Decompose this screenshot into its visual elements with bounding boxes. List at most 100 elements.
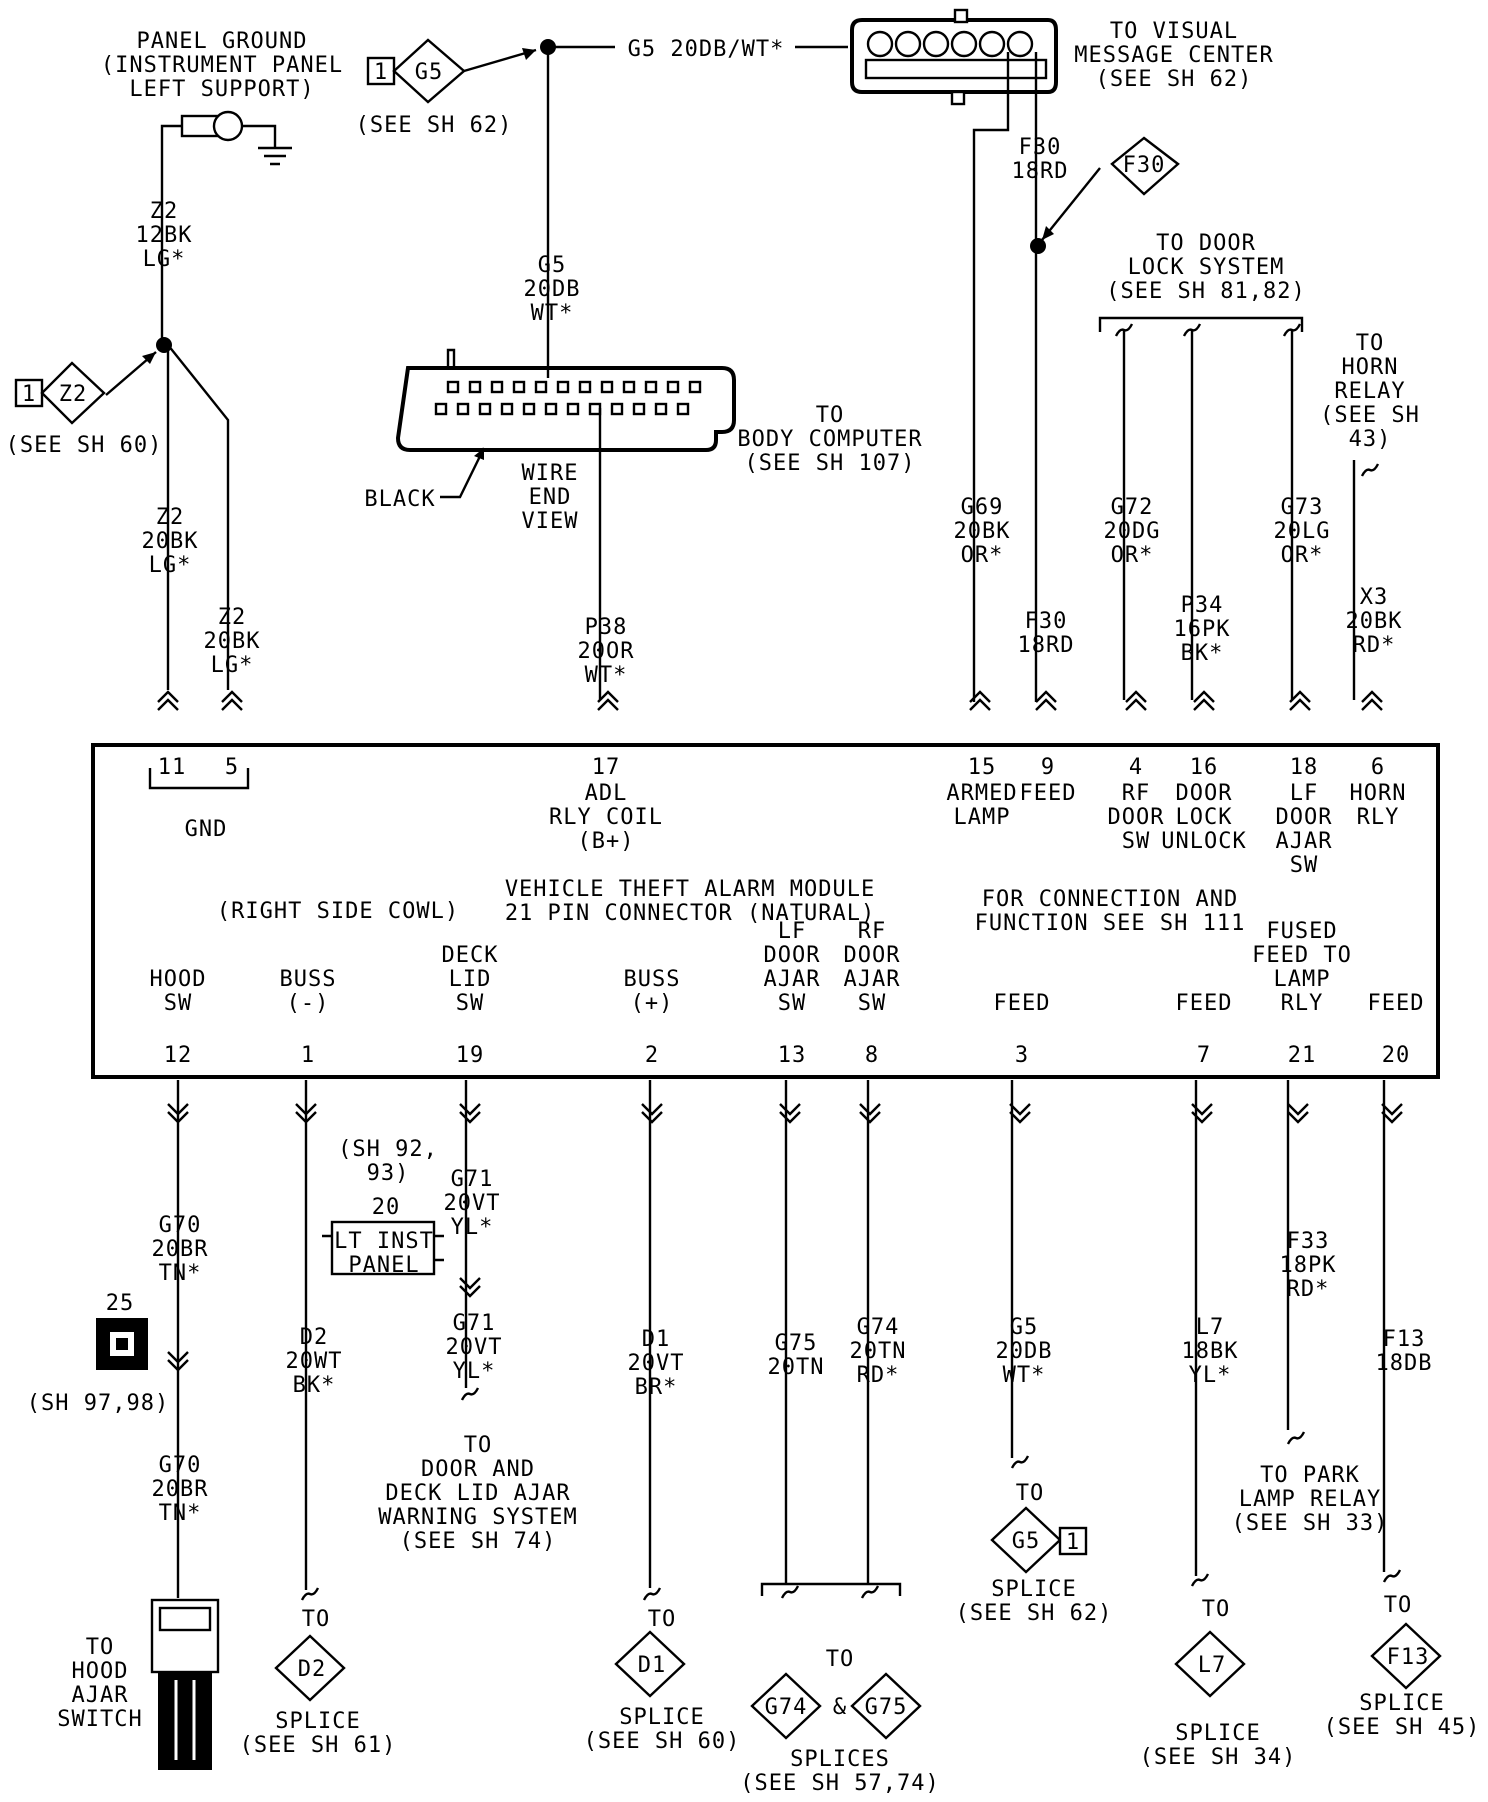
d2-diamond <box>274 1634 346 1702</box>
bottom-pin-chevron <box>459 1103 481 1124</box>
z2-top-label-line: Z2 <box>150 199 179 224</box>
d1-label-line: BR* <box>635 1375 678 1400</box>
top-pin-9-number: 9 <box>1041 755 1054 780</box>
g5-bottom-label-line: 20DB <box>996 1339 1053 1364</box>
top-pin-18-label-line: DOOR <box>1276 805 1333 830</box>
bottom-pin-19-number: 19 <box>456 1043 484 1068</box>
top-pin-6-number: 6 <box>1371 755 1384 780</box>
top-pin-chevron <box>1193 690 1215 711</box>
door-lock-tick <box>1182 323 1202 337</box>
top-pin-15-number-line: 15 <box>968 755 997 780</box>
g5-vertical-label-line: G5 <box>538 253 567 278</box>
g74-label-line: G74 <box>857 1315 900 1340</box>
body-computer-pin <box>644 380 658 394</box>
f33-tick <box>1286 1431 1306 1445</box>
vmc-connector <box>850 18 1058 94</box>
p34-label-line: BK* <box>1181 641 1224 666</box>
bottom-pin-7-number: 7 <box>1197 1043 1210 1068</box>
lt-inst-number: 20 <box>372 1195 400 1220</box>
top-pin-chevron <box>969 690 991 711</box>
top-pin-18-number: 18 <box>1290 755 1318 780</box>
bottom-pin-2-label-line: (+) <box>631 991 674 1016</box>
g5-vertical-label-line: WT* <box>531 301 574 326</box>
door-lock-label-line: TO DOOR <box>1156 231 1256 256</box>
g5-splice-label: SPLICE(SEE SH 62) <box>956 1577 1112 1626</box>
bottom-pin-chevron <box>859 1103 881 1124</box>
module-title-line: 21 PIN CONNECTOR (NATURAL) <box>505 901 875 926</box>
g74-g75-bracket <box>760 1582 902 1596</box>
park-lamp-relay-label-line: TO PARK <box>1260 1463 1360 1488</box>
l7-tick <box>1190 1573 1210 1587</box>
g75-diamond <box>850 1672 922 1740</box>
z2-left-label-line: Z2 <box>156 505 185 530</box>
top-pin-chevron <box>597 690 619 711</box>
top-pin-4-number: 4 <box>1129 755 1142 780</box>
g5-vertical-label-line: 20DB <box>524 277 581 302</box>
top-pin-16-number-line: 16 <box>1190 755 1219 780</box>
bottom-pin-8-label-line: SW <box>858 991 887 1016</box>
horn-relay-label-line: (SEE SH <box>1320 403 1420 428</box>
top-pin-6-label-line: RLY <box>1357 805 1400 830</box>
l7-diamond <box>1174 1630 1246 1698</box>
d2-symbol-label: D2 <box>298 1657 326 1682</box>
horn-relay-label-line: HORN <box>1342 355 1399 380</box>
connector-25-number-line: 25 <box>106 1291 135 1316</box>
wire-g69 <box>972 52 1010 702</box>
body-computer-pin <box>632 402 646 416</box>
f30-label-line: F30 <box>1019 135 1062 160</box>
lt-inst-panel-box <box>330 1220 436 1276</box>
z2-diamond <box>40 361 106 425</box>
body-computer-pin <box>676 402 690 416</box>
body-computer-pin <box>588 402 602 416</box>
bottom-pin-1-number-line: 1 <box>301 1043 315 1068</box>
body-computer-pin <box>566 402 580 416</box>
bottom-pin-13-number: 13 <box>778 1043 806 1068</box>
g69-label-line: G69 <box>961 495 1004 520</box>
f13-tick <box>1382 1569 1402 1583</box>
bottom-pin-20-number-line: 20 <box>1382 1043 1411 1068</box>
z2-see-label: (SEE SH 60) <box>6 433 162 458</box>
g74-75-splices-label-line: SPLICES <box>790 1747 890 1772</box>
f30-lower-label-line: F30 <box>1025 609 1068 634</box>
door-lock-label-line: LOCK SYSTEM <box>1128 255 1285 280</box>
bottom-pin-21-number-line: 21 <box>1288 1043 1317 1068</box>
bottom-pin-21-label-line: FEED TO <box>1252 943 1352 968</box>
g5-to-label-line: TO <box>1016 1481 1045 1506</box>
g71-upper-label-line: YL* <box>451 1215 494 1240</box>
ampersand-label: & <box>833 1695 847 1720</box>
d2-splice-label: SPLICE(SEE SH 61) <box>240 1709 396 1758</box>
module-function-label-line: FOR CONNECTION AND <box>982 887 1238 912</box>
g72-label-line: OR* <box>1111 543 1154 568</box>
z2-right-label-line: 20BK <box>204 629 261 654</box>
bottom-pin-1-label: BUSS(-) <box>280 967 336 1016</box>
l7-label-line: 18BK <box>1182 1339 1239 1364</box>
d1-splice-label-line: (SEE SH 60) <box>584 1729 741 1754</box>
bottom-pin-8-number-line: 8 <box>865 1043 879 1068</box>
d1-diamond <box>614 1630 686 1698</box>
top-pin-16-number: 16 <box>1190 755 1219 780</box>
top-pin-16-label-line: DOOR <box>1176 781 1233 806</box>
d2-to-label-line: TO <box>302 1607 331 1632</box>
ampersand-label-line: & <box>833 1695 847 1720</box>
g70-lower-label-line: TN* <box>159 1501 202 1526</box>
body-computer-pin <box>456 402 470 416</box>
z2-symbol-label-line: Z2 <box>59 382 88 407</box>
wire-z2-right <box>167 344 230 690</box>
g71-lower-label-line: G71 <box>453 1311 496 1336</box>
p38-label-line: P38 <box>585 615 628 640</box>
top-pin-15-label-line: ARMED <box>946 781 1017 806</box>
g71-lower-label-line: YL* <box>453 1359 496 1384</box>
g5-symbol-label-line: G5 <box>415 60 444 85</box>
l7-label-line: YL* <box>1189 1363 1232 1388</box>
g71-upper-label-line: G71 <box>451 1167 494 1192</box>
l7-to-label-line: TO <box>1202 1597 1231 1622</box>
